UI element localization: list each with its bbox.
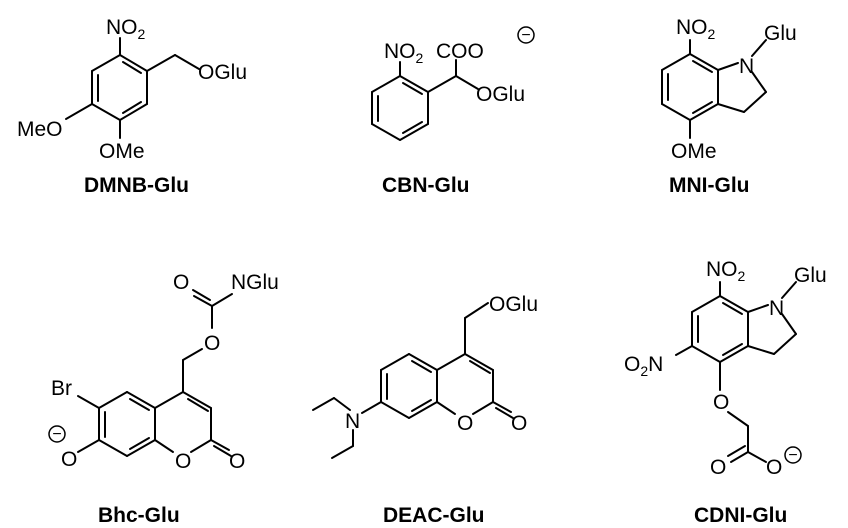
cdni-negative-charge: − (784, 446, 802, 464)
cdni-ether-o-label: O (713, 391, 729, 414)
molecule-dmnb-glu: NO2 OGlu MeO OMe DMNB-Glu (17, 16, 247, 197)
deac-glu-name: DEAC-Glu (383, 504, 485, 527)
cdni-nitro-label: NO2 (706, 258, 746, 284)
svg-text:−: − (521, 27, 530, 44)
dmnb-benzene-ring (65, 37, 200, 139)
cbn-benzene-ring (371, 59, 479, 141)
dmnb-nitro-label: NO2 (106, 16, 146, 42)
mni-glu-group-label: Glu (764, 22, 797, 45)
molecule-deac-glu: OGlu N O O DEAC-Glu (312, 293, 538, 527)
cdni-nitrogen-label: N (769, 297, 784, 320)
deac-ring-o-label: O (457, 412, 473, 435)
bhc-ring-o-label: O (175, 450, 191, 473)
cdni-glu-group-label: Glu (794, 264, 827, 287)
mni-glu-name: MNI-Glu (669, 174, 749, 197)
molecule-bhc-glu: O NGlu O Br − O O O Bhc-Glu (48, 271, 279, 527)
deac-lactone-o-label: O (511, 412, 527, 435)
svg-text:−: − (52, 426, 61, 443)
molecule-cdni-glu: NO2 N Glu O2N O O O − CDNI-Glu (624, 258, 827, 527)
bhc-phenoxide-o-label: O (61, 448, 77, 471)
cdni-carboxylate-o-label: O (766, 456, 782, 479)
bhc-lactone-o-label: O (229, 450, 245, 473)
cdni-indoline-rings (675, 281, 797, 463)
mni-nitro-label: NO2 (676, 16, 716, 42)
cbn-negative-charge: − (517, 26, 535, 44)
molecule-cbn-glu: NO2 COO − OGlu CBN-Glu (371, 26, 535, 197)
deac-amine-n-label: N (345, 410, 360, 433)
cdni-second-nitro-label: O2N (624, 353, 663, 379)
molecule-mni-glu: NO2 N Glu OMe MNI-Glu (661, 16, 797, 197)
bhc-nglu-label: NGlu (231, 271, 279, 294)
bhc-glu-name: Bhc-Glu (98, 504, 180, 527)
bhc-carbonyl-o-label: O (173, 271, 189, 294)
dmnb-methoxy-bottom-label: OMe (99, 140, 145, 163)
cbn-nitro-label: NO2 (384, 40, 424, 66)
svg-text:−: − (788, 447, 797, 464)
cbn-carboxylate-label: COO (436, 40, 484, 63)
mni-indoline-rings (661, 39, 767, 139)
cdni-glu-name: CDNI-Glu (694, 504, 787, 527)
cdni-carbonyl-o-label: O (710, 456, 726, 479)
bhc-coumarin-rings (77, 289, 233, 457)
mni-nitrogen-label: N (739, 55, 754, 78)
cbn-leaving-group-label: OGlu (476, 83, 525, 106)
dmnb-leaving-group-label: OGlu (198, 61, 247, 84)
deac-leaving-group-label: OGlu (489, 293, 538, 316)
bhc-negative-charge: − (48, 425, 66, 443)
bhc-bromo-label: Br (51, 377, 72, 400)
cbn-glu-name: CBN-Glu (382, 174, 470, 197)
mni-methoxy-label: OMe (671, 140, 717, 163)
deac-coumarin-rings (312, 302, 514, 459)
bhc-ester-o-label: O (204, 332, 220, 355)
dmnb-methoxy-left-label: MeO (17, 118, 63, 141)
dmnb-glu-name: DMNB-Glu (84, 174, 189, 197)
